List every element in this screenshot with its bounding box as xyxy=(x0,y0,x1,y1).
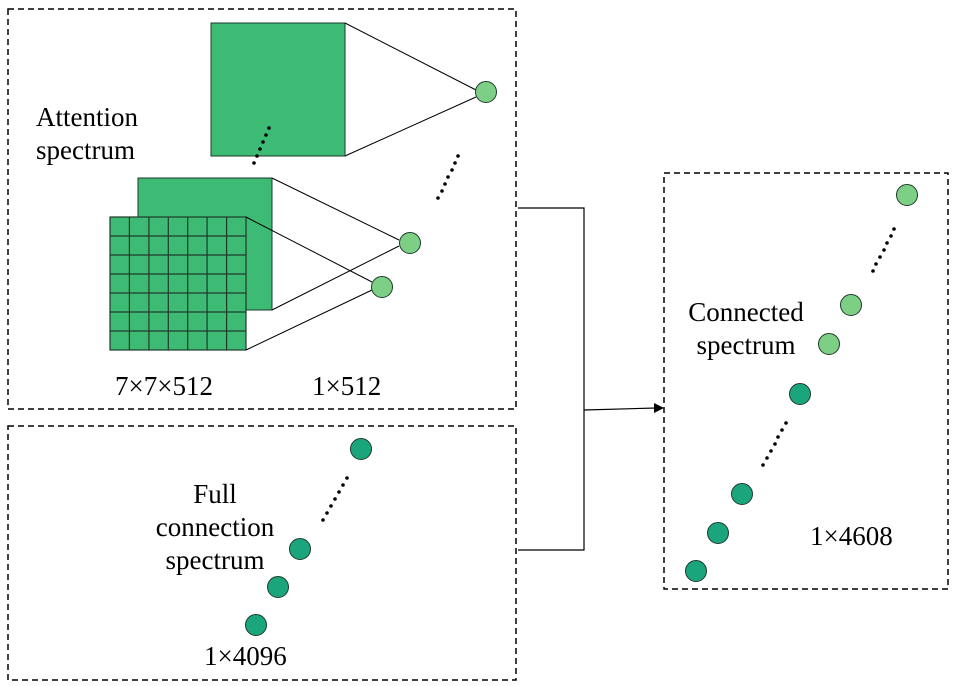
full-connection-node xyxy=(245,614,267,636)
merge-connector xyxy=(518,207,585,551)
attention-output-dim: 1×512 xyxy=(312,371,382,401)
projection-line xyxy=(271,245,400,311)
projection-line xyxy=(344,96,477,157)
attention-panel xyxy=(7,8,517,410)
full-connection-node xyxy=(267,576,289,598)
ellipsis-dots xyxy=(321,476,349,522)
connected-node xyxy=(789,383,811,405)
projection-line xyxy=(245,289,373,351)
connected-node xyxy=(731,483,753,505)
merge-arrow-line xyxy=(583,407,657,411)
attention-input-dim: 7×7×512 xyxy=(115,371,213,401)
full-connection-label-line3: spectrum xyxy=(165,545,265,575)
full-connection-label-line2: connection xyxy=(155,512,275,542)
attention-label-line2: spectrum xyxy=(36,135,135,165)
ellipsis-dots xyxy=(252,126,271,165)
feature-map-grid xyxy=(109,216,247,351)
connected-panel xyxy=(663,172,949,590)
connected-label-line1: Connected xyxy=(688,297,804,327)
merge-arrow-head xyxy=(654,403,664,413)
connected-node xyxy=(818,333,840,355)
attention-node xyxy=(371,276,393,298)
connected-node xyxy=(896,184,918,206)
projection-line xyxy=(344,22,477,91)
projection-line xyxy=(271,177,400,241)
connected-spectrum-label: Connected spectrum xyxy=(676,296,816,362)
full-connection-dim: 1×4096 xyxy=(204,641,287,671)
connected-label-line2: spectrum xyxy=(696,330,796,360)
attention-node xyxy=(475,81,497,103)
connected-node xyxy=(685,560,707,582)
full-connection-node xyxy=(350,438,372,460)
ellipsis-dots xyxy=(436,154,460,200)
full-connection-node xyxy=(289,538,311,560)
attention-label-line1: Attention xyxy=(36,102,138,132)
connected-dim: 1×4608 xyxy=(810,521,893,551)
attention-spectrum-label: Attention spectrum xyxy=(36,101,138,167)
feature-map-top xyxy=(210,22,346,157)
full-connection-label-line1: Full xyxy=(193,479,237,509)
connected-node xyxy=(840,294,862,316)
ellipsis-dots xyxy=(871,227,896,273)
ellipsis-dots xyxy=(761,421,788,467)
full-connection-label: Full connection spectrum xyxy=(140,478,290,577)
full-connection-panel xyxy=(7,425,517,681)
connected-node xyxy=(707,522,729,544)
projection-line xyxy=(245,216,373,283)
attention-node xyxy=(399,232,421,254)
